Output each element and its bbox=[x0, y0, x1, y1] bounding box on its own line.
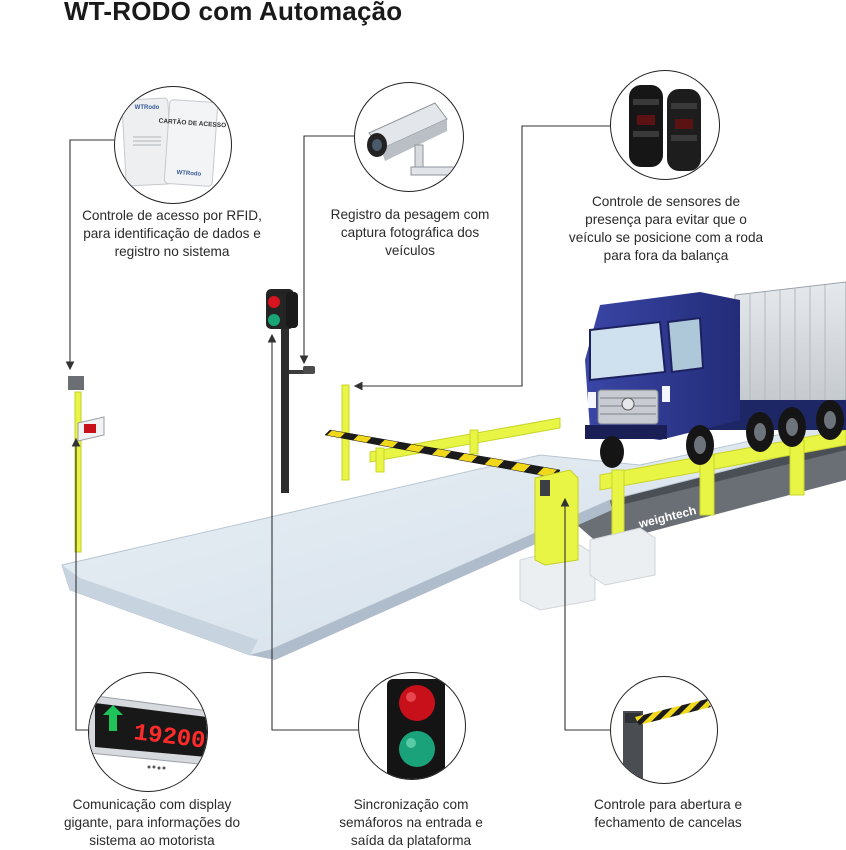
traffic-light-icon bbox=[387, 679, 445, 779]
callout-rfid: Controle de acesso por RFID, para identi… bbox=[82, 208, 262, 259]
callout-barrier: Controle para abertura e fechamento de c… bbox=[593, 797, 743, 830]
traffic-light-pole bbox=[266, 289, 315, 493]
giant-display-icon: 19200 bbox=[89, 694, 207, 770]
presence-sensor-icon bbox=[629, 85, 701, 171]
camera-icon bbox=[367, 102, 456, 176]
camera-circle bbox=[354, 82, 464, 192]
callout-sensors: Controle de sensores de presença para ev… bbox=[568, 194, 764, 263]
rfid-card-circle: WTRodo CARTÃO DE ACESSO WTRodo bbox=[114, 86, 232, 204]
page-title: WT-RODO com Automação bbox=[64, 0, 403, 26]
semaphore-circle bbox=[358, 672, 466, 780]
rfid-card-icon: WTRodo CARTÃO DE ACESSO WTRodo bbox=[121, 97, 226, 187]
card-brand-back: WTRodo bbox=[135, 105, 160, 111]
callout-display: Comunicação com display gigante, para in… bbox=[63, 797, 241, 848]
callout-semaphore: Sincronização com semáforos na entrada e… bbox=[339, 797, 483, 848]
rfid-pole bbox=[68, 376, 105, 553]
card-brand-front: WTRodo bbox=[176, 170, 201, 178]
barrier-circle bbox=[610, 676, 718, 784]
callout-camera: Registro da pesagem com captura fotográf… bbox=[330, 207, 490, 258]
display-circle: 19200 bbox=[88, 672, 208, 792]
sensor-circle bbox=[610, 70, 720, 180]
truck bbox=[585, 281, 846, 468]
barrier-gate-icon bbox=[623, 699, 711, 783]
